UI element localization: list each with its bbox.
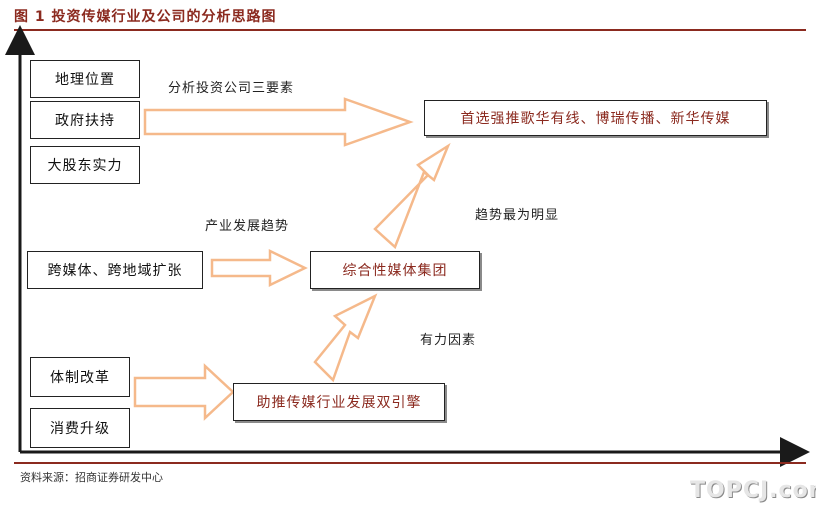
arrow-trend-obvious (373, 142, 451, 250)
factor-major-shareholder: 大股东实力 (30, 146, 140, 184)
arrow-industry-trend (210, 249, 308, 287)
arrow-three-elements (143, 97, 414, 147)
title-rule (14, 29, 806, 31)
footer-rule (14, 462, 806, 464)
factor-cross-media-expansion: 跨媒体、跨地域扩张 (27, 251, 203, 289)
label-industry-trend: 产业发展趋势 (205, 219, 290, 234)
arrow-favorable (313, 293, 378, 383)
box-integrated-media-group: 综合性媒体集团 (310, 251, 480, 289)
box-dual-engine: 助推传媒行业发展双引擎 (233, 383, 445, 421)
label-three-elements: 分析投资公司三要素 (168, 81, 295, 96)
arrow-drivers (133, 363, 235, 421)
factor-institutional-reform: 体制改革 (30, 357, 130, 397)
watermark-logo: TOPCJ.com (690, 478, 816, 503)
label-favorable-factors: 有力因素 (420, 333, 477, 348)
label-trend-obvious: 趋势最为明显 (475, 208, 560, 223)
box-top-pick: 首选强推歌华有线、博瑞传播、新华传媒 (424, 100, 767, 136)
factor-consumption-upgrade: 消费升级 (30, 408, 130, 448)
source-note: 资料来源：招商证券研发中心 (20, 471, 163, 484)
factor-government-support: 政府扶持 (30, 101, 140, 139)
factor-location: 地理位置 (30, 60, 140, 98)
figure-title: 图 1 投资传媒行业及公司的分析思路图 (14, 9, 277, 25)
